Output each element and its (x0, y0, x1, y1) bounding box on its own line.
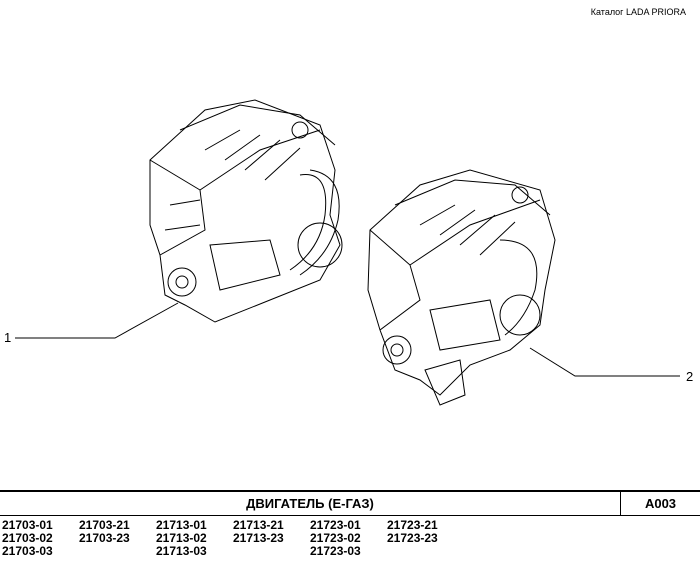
table-title: ДВИГАТЕЛЬ (Е-ГАЗ) (246, 496, 374, 511)
engine-illustration (15, 99, 680, 406)
model-code: 21703-01 (2, 518, 53, 532)
page-code: A003 (620, 492, 700, 515)
table-header: ДВИГАТЕЛЬ (Е-ГАЗ) A003 (0, 492, 700, 516)
model-code: 21723-23 (387, 531, 438, 545)
model-code: 21713-21 (233, 518, 284, 532)
model-code: 21703-02 (2, 531, 53, 545)
engine-1-drawing (149, 99, 343, 323)
callout-leaders (15, 302, 680, 377)
engine-2-drawing (367, 169, 556, 406)
parts-table: ДВИГАТЕЛЬ (Е-ГАЗ) A003 21703-01 21703-02… (0, 490, 700, 561)
model-code: 21723-21 (387, 518, 438, 532)
model-code: 21703-03 (2, 544, 53, 558)
callout-2: 2 (686, 369, 694, 384)
model-code: 21723-02 (310, 531, 361, 545)
model-code: 21703-23 (79, 531, 130, 545)
model-codes: 21703-01 21703-02 21703-03 21703-21 2170… (0, 516, 700, 561)
model-code: 21713-03 (156, 544, 207, 558)
model-code: 21723-03 (310, 544, 361, 558)
model-code: 21713-23 (233, 531, 284, 545)
model-code: 21703-21 (79, 518, 130, 532)
model-code: 21713-01 (156, 518, 207, 532)
model-code: 21723-01 (310, 518, 361, 532)
callout-1: 1 (4, 330, 12, 345)
model-code: 21713-02 (156, 531, 207, 545)
catalog-header: Каталог LADA PRIORA (590, 7, 686, 17)
